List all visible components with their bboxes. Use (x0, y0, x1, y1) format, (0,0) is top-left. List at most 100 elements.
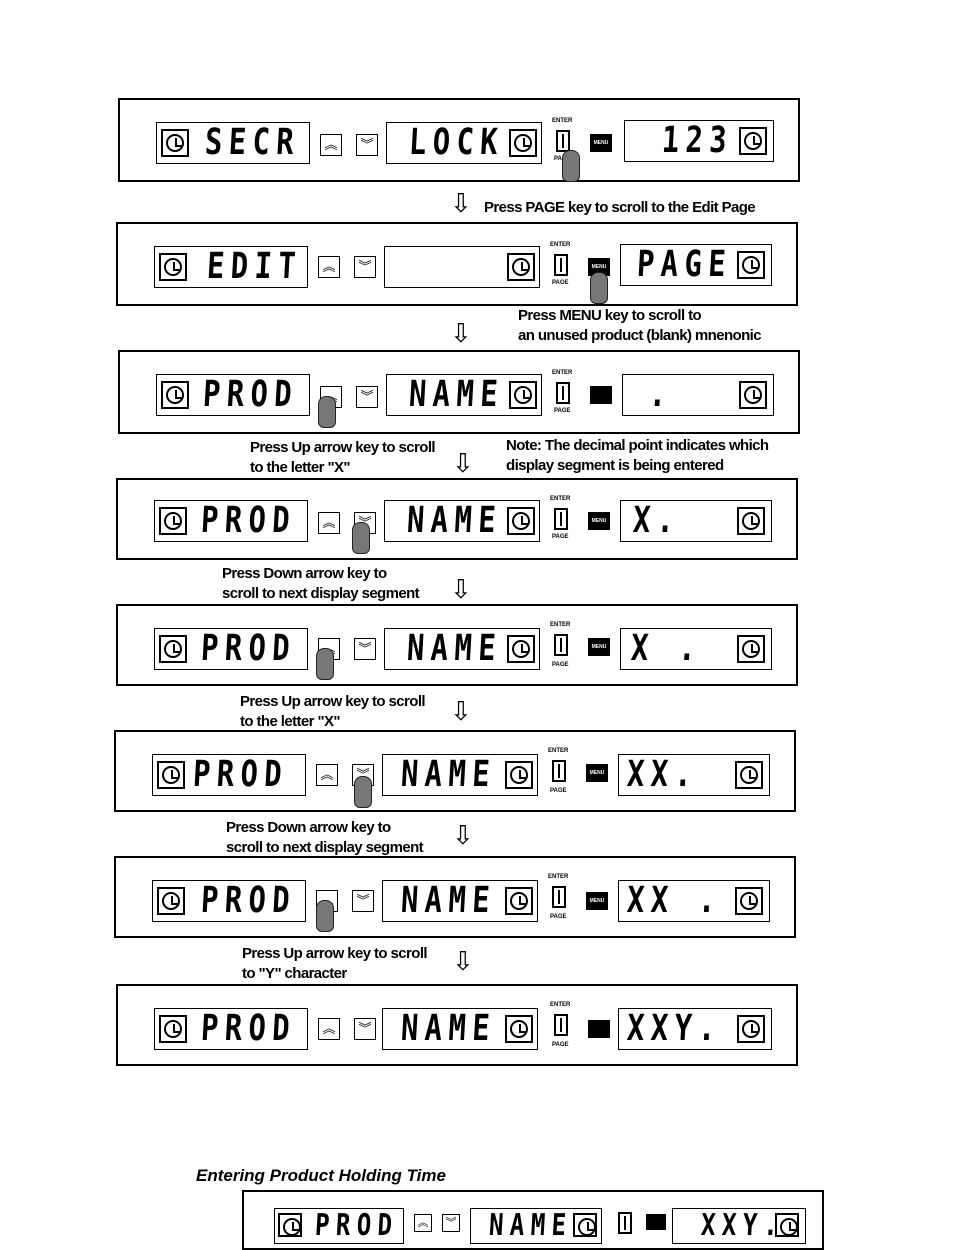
down-arrow-indicator: ⇩ (450, 696, 472, 726)
middle-display-text: NAME (399, 754, 498, 795)
middle-display-text: NAME (405, 500, 504, 541)
left-display: PROD (154, 500, 308, 542)
clock-icon (159, 1015, 187, 1043)
instruction-6b: scroll to next display segment (226, 839, 424, 856)
menu-key[interactable]: MENU (590, 134, 612, 152)
instruction-3c: Note: The decimal point indicates which (506, 437, 769, 454)
right-display: . (622, 374, 774, 416)
menu-key[interactable]: MENU (586, 764, 608, 782)
middle-display-text: NAME (407, 374, 506, 415)
middle-display: NAME (386, 374, 542, 416)
clock-icon (161, 129, 189, 157)
enter-page-key[interactable] (552, 886, 566, 908)
clock-icon (159, 253, 187, 281)
left-display-text: PROD (314, 1208, 400, 1243)
menu-key[interactable]: MENU (586, 892, 608, 910)
down-arrow-button[interactable]: ︾ (356, 134, 378, 156)
middle-display: NAME (470, 1208, 602, 1244)
enter-page-key[interactable] (618, 1212, 632, 1234)
left-display: PROD (152, 880, 306, 922)
enter-label: ENTER (548, 874, 569, 880)
display-panel-8: PROD ︽ ︾ NAME ENTER PAGE XXY. (116, 984, 798, 1066)
down-arrow-button[interactable]: ︾ (354, 638, 376, 660)
clock-icon (157, 887, 185, 915)
right-display-text: XXY. (625, 1008, 724, 1049)
down-arrow-button[interactable]: ︾ (442, 1214, 460, 1232)
instruction-4a: Press Down arrow key to (222, 565, 387, 582)
middle-display (384, 246, 540, 288)
instruction-3a: Press Up arrow key to scroll (250, 439, 436, 456)
clock-icon (159, 635, 187, 663)
display-panel-bottom: PROD ︽ ︾ NAME XXY. (242, 1190, 824, 1250)
instruction-5a: Press Up arrow key to scroll (240, 693, 426, 710)
middle-display-text: NAME (399, 1008, 498, 1049)
right-display: 123 (624, 120, 774, 162)
instruction-5b: to the letter "X" (240, 713, 340, 730)
right-display: XX. (618, 754, 770, 796)
menu-key[interactable] (590, 386, 612, 404)
left-display: PROD (274, 1208, 404, 1244)
menu-key[interactable] (588, 1020, 610, 1038)
up-arrow-button[interactable]: ︽ (318, 512, 340, 534)
middle-display: NAME (382, 1008, 538, 1050)
middle-display-text: NAME (405, 628, 504, 669)
up-arrow-button[interactable]: ︽ (316, 764, 338, 786)
clock-icon (739, 127, 767, 155)
display-panel-1: SECR ︽ ︾ LOCK ENTER PAGE MENU 123 (118, 98, 800, 182)
instruction-2b: an unused product (blank) mnenonic (518, 327, 762, 344)
up-arrow-button[interactable]: ︽ (318, 256, 340, 278)
down-arrow-indicator: ⇩ (450, 318, 472, 348)
enter-page-key[interactable] (552, 760, 566, 782)
enter-label: ENTER (550, 242, 571, 248)
page-label: PAGE (552, 280, 569, 286)
left-display: PROD (156, 374, 310, 416)
menu-key[interactable]: MENU (588, 512, 610, 530)
right-display: XXY. (618, 1008, 772, 1050)
clock-icon (739, 381, 767, 409)
clock-icon (737, 635, 765, 663)
up-arrow-button[interactable]: ︽ (318, 1018, 340, 1040)
right-display-text: PAGE (635, 244, 734, 285)
clock-icon (507, 253, 535, 281)
down-arrow-indicator: ⇩ (450, 188, 472, 218)
page-label: PAGE (552, 534, 569, 540)
left-display: PROD (154, 628, 308, 670)
middle-display-text: NAME (488, 1208, 574, 1243)
pointing-finger-icon (590, 272, 608, 304)
display-panel-7: PROD ︽ ︾ NAME ENTER PAGE MENU XX . (114, 856, 796, 938)
page-label: PAGE (552, 1042, 569, 1048)
display-panel-6: PROD ︽ ︾ NAME ENTER PAGE MENU XX. (114, 730, 796, 812)
down-arrow-button[interactable]: ︾ (352, 890, 374, 912)
down-arrow-button[interactable]: ︾ (354, 1018, 376, 1040)
up-arrow-button[interactable]: ︽ (320, 134, 342, 156)
display-panel-2: EDIT ︽ ︾ ENTER PAGE MENU PAGE (116, 222, 798, 306)
clock-icon (735, 761, 763, 789)
enter-page-key[interactable] (554, 254, 568, 276)
enter-page-key[interactable] (554, 634, 568, 656)
instruction-3d: display segment is being entered (506, 457, 724, 474)
down-arrow-button[interactable]: ︾ (354, 256, 376, 278)
menu-key[interactable]: MENU (588, 258, 610, 276)
clock-icon (573, 1213, 597, 1237)
clock-icon (161, 381, 189, 409)
up-arrow-button[interactable]: ︽ (414, 1214, 432, 1232)
enter-page-key[interactable] (554, 1014, 568, 1036)
enter-page-key[interactable] (556, 130, 570, 152)
down-arrow-indicator: ⇩ (452, 448, 474, 478)
right-display-text: XXY. (700, 1208, 786, 1243)
pointing-finger-icon (318, 396, 336, 428)
enter-page-key[interactable] (554, 508, 568, 530)
menu-key[interactable] (646, 1214, 666, 1230)
menu-key[interactable]: MENU (588, 638, 610, 656)
enter-page-key[interactable] (556, 382, 570, 404)
down-arrow-button[interactable]: ︾ (356, 386, 378, 408)
clock-icon (157, 761, 185, 789)
clock-icon (505, 887, 533, 915)
pointing-finger-icon (316, 648, 334, 680)
left-display-text: PROD (199, 880, 298, 921)
left-display-text: PROD (201, 374, 300, 415)
right-display-text: XX . (625, 880, 724, 921)
left-display-text: PROD (191, 754, 290, 795)
section-heading: Entering Product Holding Time (196, 1166, 446, 1185)
left-display: PROD (154, 1008, 308, 1050)
